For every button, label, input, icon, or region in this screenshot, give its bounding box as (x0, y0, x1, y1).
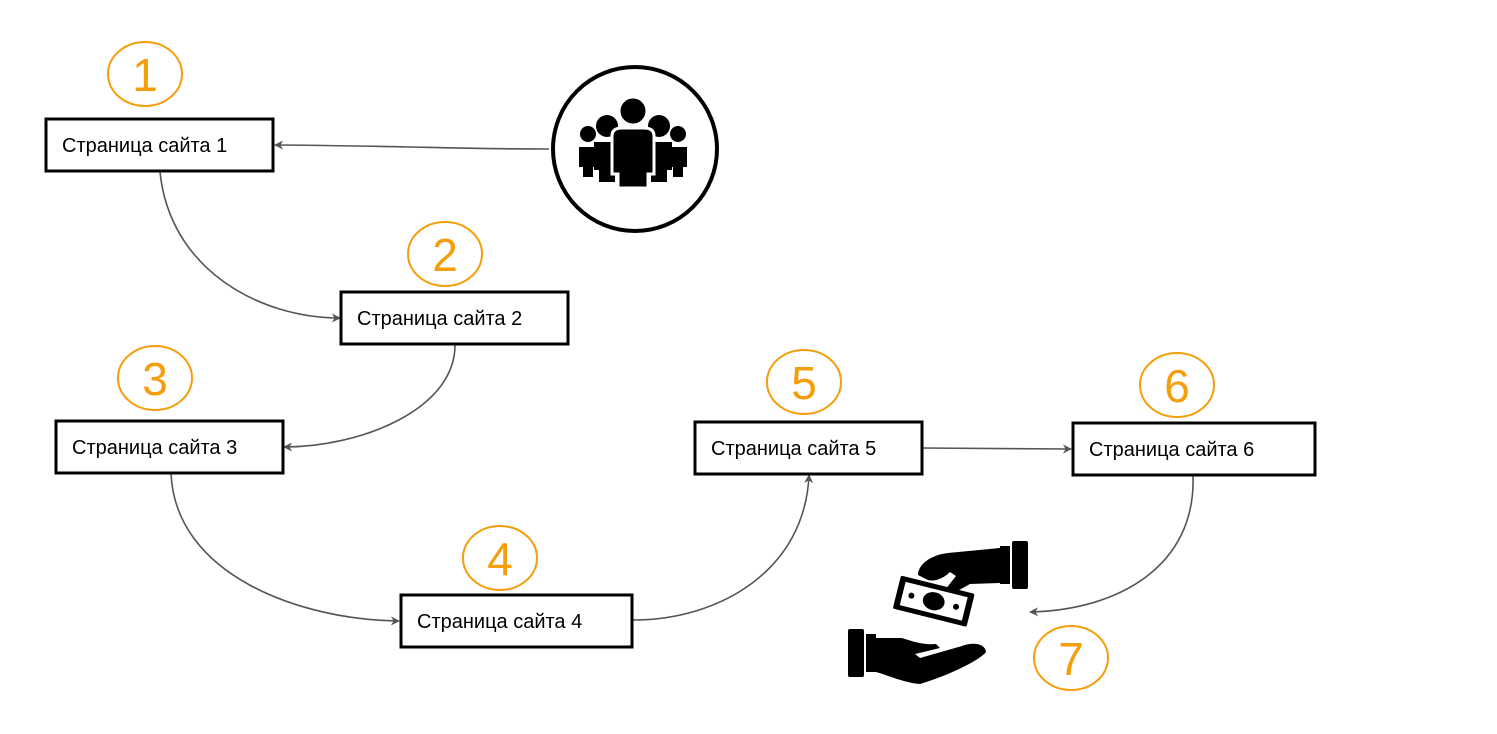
node-page-5-label: Страница сайта 5 (711, 438, 876, 460)
step-badge-1: 1 (107, 41, 183, 107)
edge-page-5-to-page-6 (921, 444, 1072, 454)
step-number-6: 6 (1164, 360, 1190, 412)
step-badge-4: 4 (462, 525, 538, 591)
step-badge-6: 6 (1139, 352, 1215, 418)
money-handover-icon (848, 541, 1028, 684)
node-page-6: Страница сайта 6 (1071, 421, 1317, 477)
step-number-3: 3 (142, 353, 168, 405)
node-page-5: Страница сайта 5 (693, 420, 924, 476)
node-page-3: Страница сайта 3 (54, 419, 285, 475)
edges (159, 140, 1194, 626)
step-badge-7: 7 (1033, 625, 1109, 691)
step-number-4: 4 (487, 533, 513, 585)
step-badge-5: 5 (766, 349, 842, 415)
node-page-1: Страница сайта 1 (44, 117, 275, 173)
step-number-5: 5 (791, 357, 817, 409)
node-page-2: Страница сайта 2 (339, 290, 570, 346)
node-page-4-label: Страница сайта 4 (417, 611, 582, 633)
edge-page-6-to-payment (1029, 475, 1194, 617)
node-page-3-label: Страница сайта 3 (72, 437, 237, 459)
node-page-6-label: Страница сайта 6 (1089, 439, 1254, 461)
step-number-1: 1 (132, 49, 158, 101)
people-group-icon (551, 65, 719, 233)
edge-page-1-to-page-2 (159, 171, 341, 323)
edge-page-3-to-page-4 (170, 472, 400, 626)
edge-page-4-to-page-5 (632, 474, 814, 621)
edge-visitors-to-page-1 (274, 140, 550, 150)
node-page-4: Страница сайта 4 (399, 593, 634, 649)
step-number-7: 7 (1058, 633, 1084, 685)
node-page-1-label: Страница сайта 1 (62, 135, 227, 157)
node-page-2-label: Страница сайта 2 (357, 308, 522, 330)
edge-page-2-to-page-3 (283, 344, 456, 452)
step-number-2: 2 (432, 229, 458, 281)
step-badge-3: 3 (117, 345, 193, 411)
step-badge-2: 2 (407, 221, 483, 287)
